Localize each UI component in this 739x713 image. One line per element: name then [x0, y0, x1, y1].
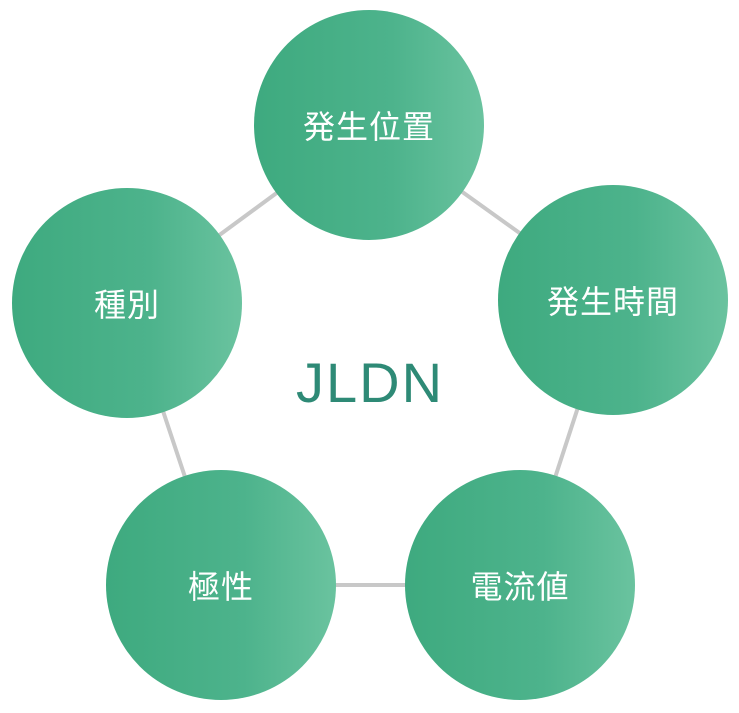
node-occurrence-position: 発生位置 [254, 10, 484, 240]
node-label: 発生時間 [546, 283, 679, 321]
node-label: 電流値 [470, 568, 570, 606]
center-label: JLDN [295, 351, 445, 414]
node-polarity: 極性 [106, 470, 336, 700]
node-label: 発生位置 [302, 108, 435, 146]
node-current-value: 電流値 [405, 470, 635, 700]
node-occurrence-time: 発生時間 [498, 185, 728, 415]
node-label: 種別 [93, 286, 160, 324]
node-label: 極性 [187, 568, 254, 606]
node-type: 種別 [12, 188, 242, 418]
